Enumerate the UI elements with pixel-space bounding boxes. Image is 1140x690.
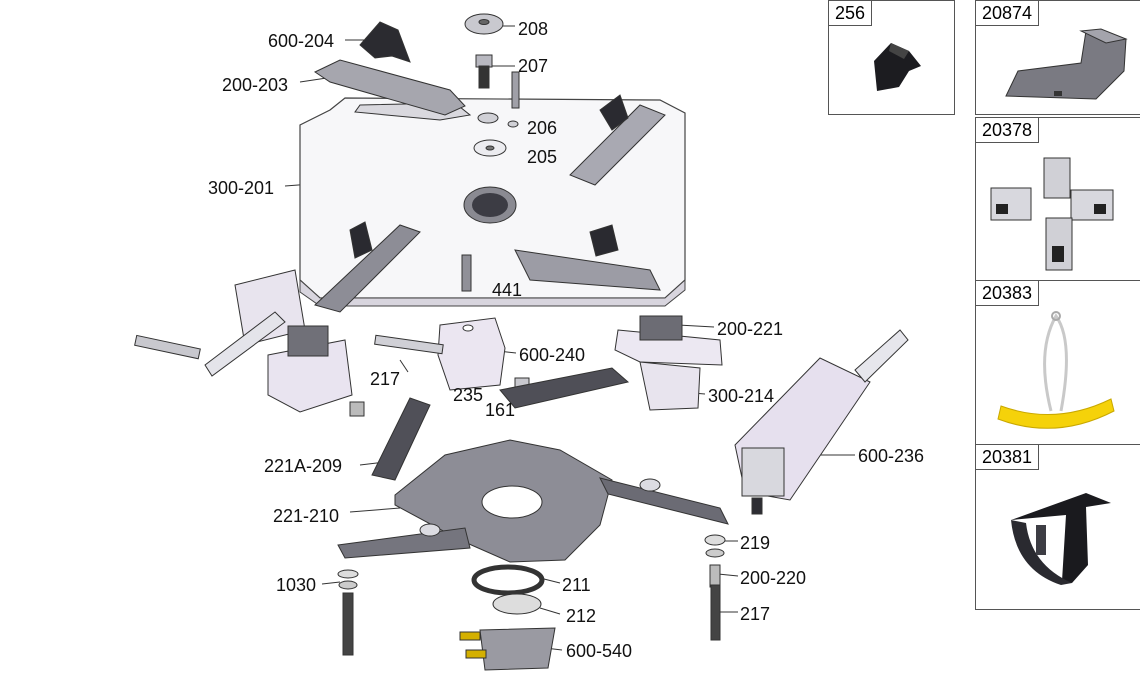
label-300-201: 300-201 xyxy=(208,178,275,198)
label-200-220: 200-220 xyxy=(740,568,807,588)
jaw-protector-image xyxy=(874,43,921,91)
label-205: 205 xyxy=(527,147,558,167)
label-219: 219 xyxy=(740,533,771,553)
label-211: 211 xyxy=(562,575,591,595)
label-441: 441 xyxy=(492,280,523,300)
label-221-210: 221-210 xyxy=(273,506,340,526)
accessory-label-256: 256 xyxy=(829,1,873,26)
label-600-240: 600-240 xyxy=(519,345,586,365)
base-plate-arms xyxy=(337,367,729,563)
label-161: 161 xyxy=(485,400,516,420)
clamp-set-image xyxy=(990,157,1114,271)
assembly-drawing xyxy=(134,13,909,671)
label-208: 208 xyxy=(518,19,549,39)
label-200-221: 200-221 xyxy=(717,319,784,339)
label-217-upper: 217 xyxy=(370,369,401,389)
right-bracket xyxy=(614,315,723,411)
center-bracket xyxy=(374,317,530,393)
accessory-box-20874: 20874 xyxy=(975,0,1140,115)
label-300-214: 300-214 xyxy=(708,386,775,406)
label-600-236: 600-236 xyxy=(858,446,925,466)
rim-protector-image xyxy=(997,311,1115,429)
label-235: 235 xyxy=(453,385,484,405)
label-200-203: 200-203 xyxy=(222,75,289,95)
accessory-label-20381: 20381 xyxy=(976,445,1040,470)
bottom-components xyxy=(337,534,726,671)
label-221a-209: 221A-209 xyxy=(264,456,343,476)
accessory-box-20383: 20383 xyxy=(975,280,1140,445)
label-217-lower: 217 xyxy=(740,604,771,624)
bead-pressing-tool-image xyxy=(1011,493,1111,585)
label-212: 212 xyxy=(566,606,597,626)
accessory-label-20383: 20383 xyxy=(976,281,1040,306)
label-600-204: 600-204 xyxy=(268,31,335,51)
accessory-box-256: 256 xyxy=(828,0,955,115)
label-1030: 1030 xyxy=(276,575,317,595)
right-cylinder xyxy=(734,329,909,515)
label-207: 207 xyxy=(518,56,549,76)
label-600-540: 600-540 xyxy=(566,641,633,661)
accessory-box-20381: 20381 xyxy=(975,444,1140,610)
accessory-label-20874: 20874 xyxy=(976,1,1040,26)
label-206: 206 xyxy=(527,118,558,138)
accessory-box-20378: 20378 xyxy=(975,117,1140,281)
top-fasteners xyxy=(313,13,520,292)
left-cylinder xyxy=(134,269,365,417)
jaw-slides xyxy=(314,94,666,313)
accessory-label-20378: 20378 xyxy=(976,118,1040,143)
mount-head-image xyxy=(1005,28,1128,100)
